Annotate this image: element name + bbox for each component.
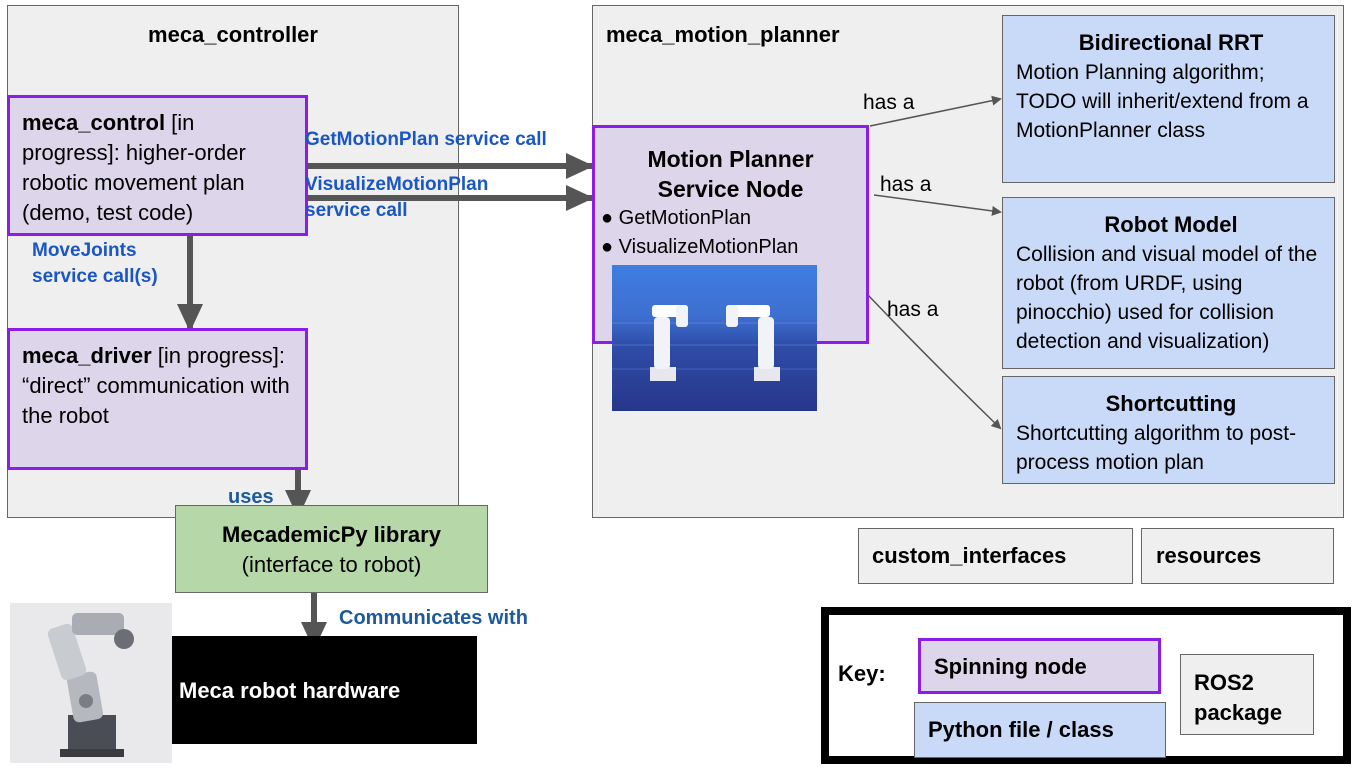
has-a-shortcut-arrow (867, 294, 1002, 430)
shortcutting-description: Shortcutting algorithm to post-process m… (1016, 422, 1297, 474)
robot-model-title: Robot Model (1104, 212, 1238, 237)
robot-arm-illustration (47, 613, 134, 757)
meca-robot-hardware: Meca robot hardware (172, 636, 477, 744)
meca-control-description: [in progress]: higher-order robotic move… (22, 110, 246, 225)
custom-interfaces-package: custom_interfaces (858, 528, 1133, 584)
robot-arm-photo (10, 603, 172, 763)
meca-driver-node: meca_driver [in progress]: “direct” comm… (7, 328, 308, 470)
library-subtitle: (interface to robot) (241, 552, 422, 577)
move-joints-label-line1: MoveJoints (32, 240, 137, 261)
visualize-label-line1: VisualizeMotionPlan (305, 174, 489, 195)
shortcutting-title: Shortcutting (1105, 391, 1237, 416)
hardware-label: Meca robot hardware (179, 678, 401, 703)
key-label: Key: (838, 661, 886, 686)
has-a-label-rrt: has a (863, 91, 915, 114)
service-item-visualize: ● VisualizeMotionPlan (601, 236, 799, 258)
meca-control-node: meca_control [in progress]: higher-order… (7, 95, 308, 236)
has-a-label-robot-model: has a (880, 173, 932, 196)
node-title-line2: Service Node (657, 176, 804, 202)
has-a-rrt-arrow (869, 95, 1002, 127)
resources-package: resources (1141, 528, 1334, 584)
get-motion-plan-label: GetMotionPlan service call (305, 129, 547, 150)
rrt-description: Motion Planning algorithm; TODO will inh… (1016, 61, 1309, 142)
node-title-line1: Motion Planner (647, 146, 814, 172)
has-a-robot-model-arrow (873, 194, 1002, 216)
meca-driver-name: meca_driver (22, 343, 152, 368)
meca-control-name: meca_control (22, 110, 166, 135)
rrt-title: Bidirectional RRT (1078, 30, 1264, 55)
bidirectional-rrt-class: Bidirectional RRT Motion Planning algori… (1002, 15, 1335, 183)
mecademicpy-library: MecademicPy library (interface to robot) (175, 505, 488, 593)
move-joints-label-line2: service call(s) (32, 266, 158, 287)
robot-model-class: Robot Model Collision and visual model o… (1002, 197, 1335, 369)
library-title: MecademicPy library (222, 522, 441, 547)
robot-model-description: Collision and visual model of the robot … (1016, 243, 1318, 353)
service-item-get-motion-plan: ● GetMotionPlan (601, 207, 751, 229)
motion-plan-visualization (612, 265, 817, 411)
meca-driver-description: [in progress]: “direct” communication wi… (22, 343, 290, 428)
meca-motion-planner-title: meca_motion_planner (606, 22, 840, 47)
key-spinning-node: Spinning node (918, 638, 1161, 694)
service-get-motion-plan: GetMotionPlan (618, 207, 751, 229)
service-visualize-motion-plan: VisualizeMotionPlan (618, 236, 799, 258)
key-ros2-line1: ROS2 (1194, 670, 1254, 695)
visualize-label-line2: service call (305, 200, 408, 221)
uses-label: uses (228, 486, 274, 508)
has-a-label-shortcutting: has a (887, 298, 939, 321)
key-python-file: Python file / class (914, 702, 1166, 758)
key-legend: Key: Spinning node Python file / class R… (821, 607, 1351, 764)
communicates-label: Communicates with (339, 607, 528, 629)
key-ros2-line2: package (1194, 700, 1283, 725)
meca-controller-title: meca_controller (148, 22, 318, 47)
visualization-illustration (612, 305, 817, 381)
shortcutting-class: Shortcutting Shortcutting algorithm to p… (1002, 376, 1335, 484)
key-ros2-package: ROS2 package (1180, 654, 1314, 735)
